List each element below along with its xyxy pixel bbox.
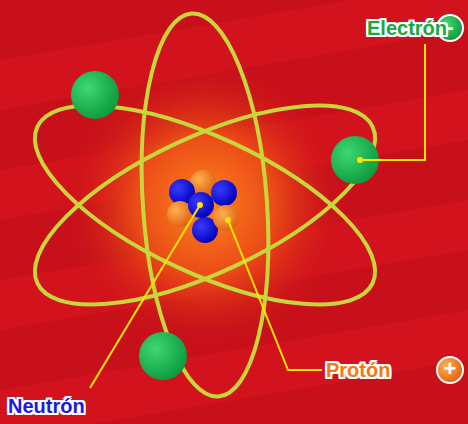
- charge-symbol: -: [438, 16, 462, 38]
- part-name: Electrón: [367, 18, 447, 38]
- charge-symbol: +: [438, 358, 462, 380]
- orbits: [9, 9, 402, 401]
- part-name: Protón: [326, 360, 390, 380]
- part-name: Neutrón: [8, 396, 85, 416]
- leader-lines: [90, 44, 425, 388]
- symbol-circles: [437, 15, 463, 383]
- leader-dots: [197, 157, 363, 223]
- electrons: [71, 71, 379, 380]
- nucleus: [167, 170, 239, 243]
